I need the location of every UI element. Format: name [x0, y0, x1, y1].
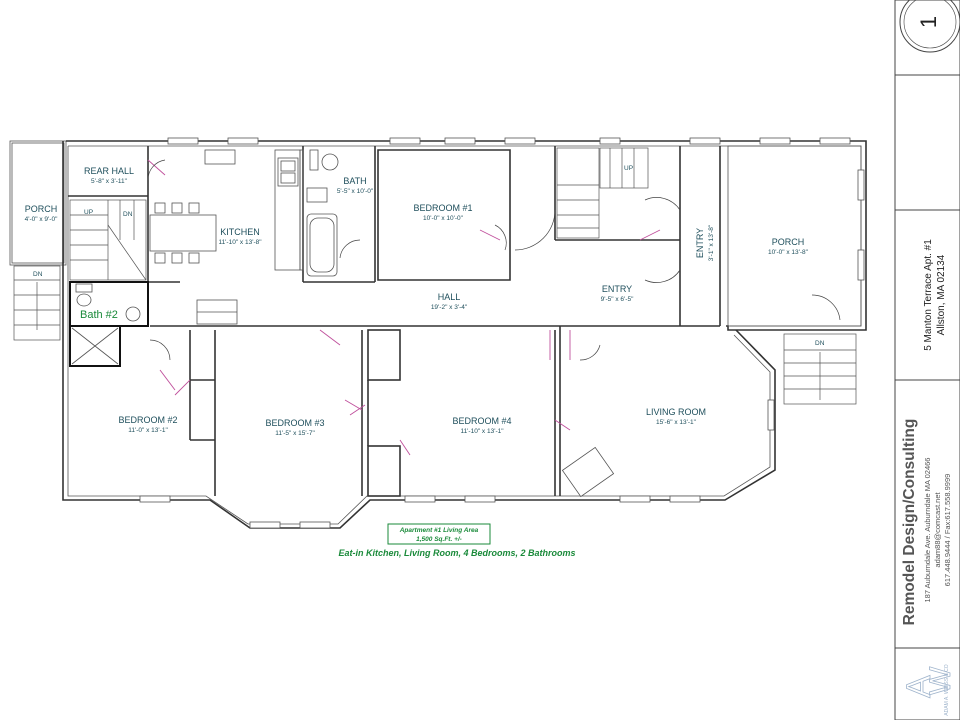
doors	[147, 159, 841, 456]
bedroom4-dim: 11'-10" x 13'-1"	[460, 428, 504, 435]
bedroom1-name: BEDROOM #1	[413, 203, 472, 213]
stair-dn-porch-left: DN	[33, 271, 43, 278]
bedroom2-name: BEDROOM #2	[118, 415, 177, 425]
room-labels: PORCH 4'-0" x 9'-0" REAR HALL 5'-8" x 3'…	[25, 166, 809, 437]
stair-labels: UP DN UP DN DN	[33, 165, 825, 347]
stair-dn-rear: DN	[123, 211, 133, 218]
windows	[139, 137, 865, 529]
company-street: 187 Auburndale Ave. Auburndale MA 02466	[923, 458, 932, 603]
bedroom3-name: BEDROOM #3	[265, 418, 324, 428]
rear-hall-dim: 5'-8" x 3'-11"	[91, 178, 128, 185]
living-room-dim: 15'-6" x 13'-1"	[656, 419, 697, 426]
bedroom3-dim: 11'-5" x 15'-7"	[275, 430, 315, 437]
logo-text: ADAM A. WEISS & CO	[944, 664, 950, 716]
hall-dim: 19'-2" x 3'-4"	[431, 304, 468, 311]
entry-name: ENTRY	[602, 284, 632, 294]
stair-up-rear: UP	[84, 209, 93, 216]
kitchen-dim: 11'-10" x 13'-8"	[218, 239, 262, 246]
kitchen-name: KITCHEN	[220, 227, 260, 237]
living-room-name: LIVING ROOM	[646, 407, 706, 417]
bedroom1-dim: 10'-0" x 10'-0"	[423, 215, 464, 222]
porch-left-dim: 4'-0" x 9'-0"	[25, 216, 58, 223]
bedroom4-name: BEDROOM #4	[452, 416, 511, 426]
porch-left-name: PORCH	[25, 204, 58, 214]
svg-text:A: A	[900, 675, 938, 698]
rear-hall-name: REAR HALL	[84, 166, 134, 176]
exterior-walls	[9, 140, 867, 529]
bath-name: BATH	[343, 176, 366, 186]
title-block: 1 5 Manton Terrace Apt. #1 Allston, MA 0…	[894, 0, 960, 720]
company-name: Remodel Design/Consulting	[901, 419, 918, 626]
hall-name: HALL	[438, 292, 461, 302]
entry-dim: 9'-5" x 6'-5"	[601, 296, 634, 303]
apartment-description: Eat-in Kitchen, Living Room, 4 Bedrooms,…	[338, 548, 575, 558]
address-line1: 5 Manton Terrace Apt. #1	[923, 239, 934, 351]
entry-vertical-dim: 3'-1" x 13'-8"	[708, 224, 715, 261]
bath2-name: Bath #2	[80, 309, 118, 321]
company-logo: A W ADAM A. WEISS & CO	[900, 664, 958, 716]
interior-walls	[68, 146, 721, 498]
svg-text:W: W	[924, 666, 957, 695]
sheet-number-circle	[899, 0, 960, 53]
stair-up-entry: UP	[624, 165, 633, 172]
stairs	[13, 147, 857, 405]
company-email: adam88@comcast.net	[933, 492, 942, 568]
area-value: 1,500 Sq.Ft. +/-	[416, 536, 462, 543]
bedroom2-dim: 11'-0" x 13'-1"	[128, 427, 168, 434]
porch-right-name: PORCH	[772, 237, 805, 247]
company-phone: 617.448.9444 / Fax:617.558.9999	[943, 474, 952, 587]
area-summary: Apartment #1 Living Area 1,500 Sq.Ft. +/…	[338, 523, 576, 558]
bath-dim: 5'-5" x 10'-0"	[337, 188, 374, 195]
porch-right-dim: 10'-0" x 13'-8"	[768, 249, 809, 256]
address-line2: Allston, MA 02134	[936, 254, 947, 335]
sheet-number: 1	[916, 16, 941, 28]
entry-vertical-name: ENTRY	[695, 228, 705, 258]
stair-dn-porch-right: DN	[815, 340, 825, 347]
area-title: Apartment #1 Living Area	[399, 527, 479, 534]
